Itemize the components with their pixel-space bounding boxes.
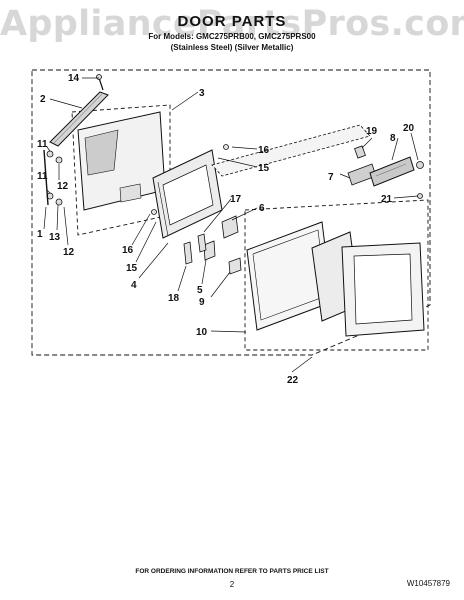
door-panel-group-outline [71, 104, 171, 236]
outer-door-panel-part [77, 111, 166, 211]
ordering-note: FOR ORDERING INFORMATION REFER TO PARTS … [135, 568, 329, 575]
callout-10: 10 [196, 327, 208, 338]
watermark: AppliancePartsPros.com [0, 4, 464, 44]
callout-2: 2 [40, 94, 46, 105]
door-glass-parts [246, 221, 425, 337]
model-numbers: For Models: GMC275PRB00, GMC275PRS00 [148, 32, 316, 41]
callout-8: 8 [390, 133, 396, 144]
callout-4: 4 [131, 280, 137, 291]
callout-16-upper: 16 [258, 145, 270, 156]
finish-description: (Stainless Steel) (Silver Metallic) [170, 43, 294, 52]
callout-7: 7 [328, 172, 334, 183]
hardware-parts [43, 74, 104, 206]
document-number: W10457879 [406, 579, 450, 588]
callout-6: 6 [259, 203, 265, 214]
callout-3: 3 [199, 88, 205, 99]
callout-14: 14 [68, 73, 80, 84]
callout-18: 18 [168, 293, 180, 304]
callout-labels: 14 2 3 11 12 11 1 13 12 16 15 16 15 4 17… [37, 73, 415, 386]
callout-22: 22 [287, 375, 299, 386]
callout-9: 9 [199, 297, 205, 308]
top-trim-part [49, 91, 109, 147]
callout-11-upper: 11 [37, 139, 48, 150]
inner-door-frame-part [152, 149, 223, 239]
callout-5: 5 [197, 285, 203, 296]
callout-20: 20 [403, 123, 415, 134]
callout-15-lower: 15 [126, 263, 138, 274]
callout-1: 1 [37, 229, 43, 240]
callout-13: 13 [49, 232, 61, 243]
callout-15-upper: 15 [258, 163, 270, 174]
page-number: 2 [229, 580, 235, 589]
callout-17: 17 [230, 194, 242, 205]
callout-21: 21 [381, 194, 393, 205]
window-group-outline [244, 199, 429, 351]
callout-12-lower: 12 [63, 247, 75, 258]
page-title: DOOR PARTS [177, 13, 287, 30]
callout-11-lower: 11 [37, 171, 48, 182]
callout-16-lower: 16 [122, 245, 134, 256]
callout-19: 19 [366, 126, 378, 137]
handle-hardware-parts [354, 145, 424, 199]
bracket-parts [151, 144, 242, 275]
door-handle-part [369, 156, 415, 187]
callout-leader-lines [43, 77, 419, 373]
vent-strip-part [211, 124, 377, 186]
callout-12-upper: 12 [57, 181, 69, 192]
